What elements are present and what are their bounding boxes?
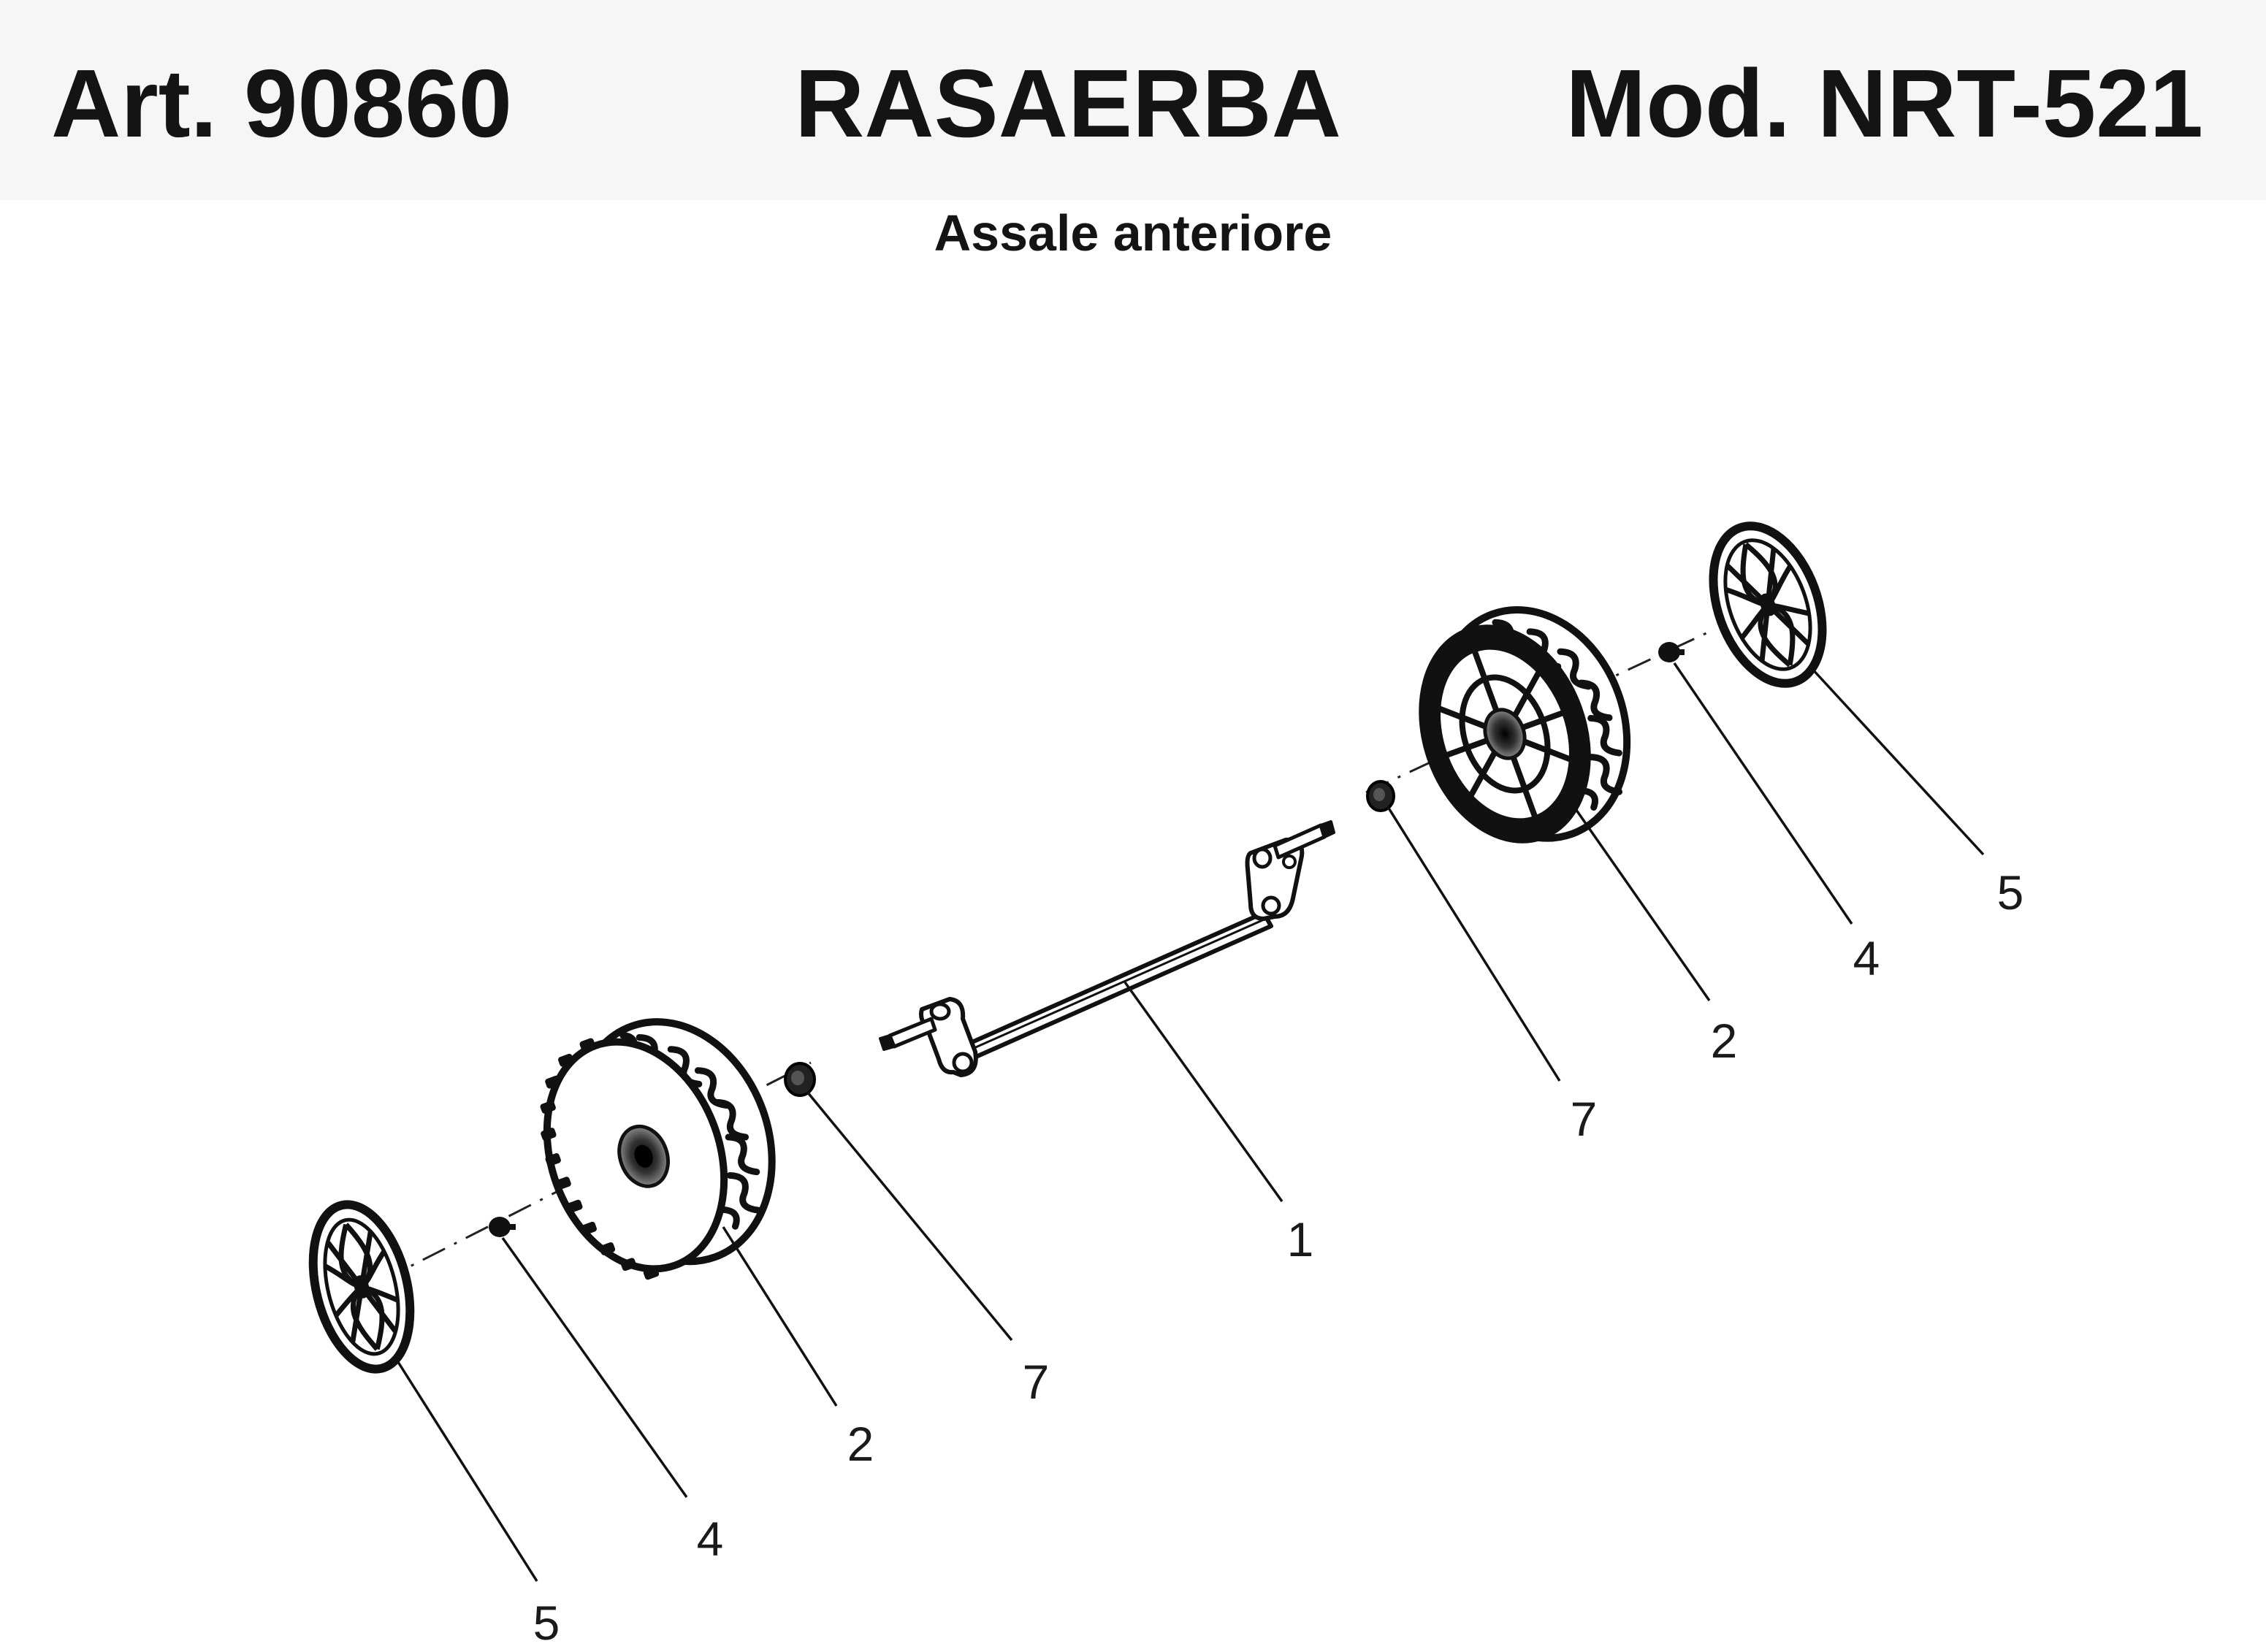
leader-lines: [397, 662, 1985, 1582]
right-wheel: [1419, 606, 1631, 844]
leader-right-wheel: [1573, 806, 1711, 1002]
left-hubcap: [308, 1200, 415, 1374]
header-band: [0, 0, 2266, 200]
article-number: Art. 90860: [51, 50, 513, 157]
callout-left-screw: 4: [697, 1512, 724, 1566]
leader-left-bushing: [806, 1090, 1013, 1342]
callout-right-wheel: 2: [1711, 1014, 1738, 1068]
callout-right-bushing: 7: [1571, 1092, 1598, 1146]
callout-numbers: 5 4 2 7 1 7 2 4 5: [533, 865, 2024, 1650]
product-name: RASAERBA: [795, 50, 1342, 157]
section-title: Assale anteriore: [934, 204, 1332, 261]
leader-left-screw: [501, 1236, 688, 1499]
leader-axle: [1124, 981, 1283, 1203]
front-axle: [879, 820, 1335, 1077]
leader-right-screw: [1673, 662, 1853, 925]
left-wheel: [540, 1018, 776, 1280]
callout-right-hubcap: 5: [1997, 865, 2024, 919]
left-bushing: [784, 1062, 816, 1097]
leader-right-hubcap: [1810, 667, 1985, 856]
callout-left-hubcap: 5: [533, 1596, 560, 1650]
model-number: Mod. NRT-521: [1565, 50, 2203, 157]
leader-left-hubcap: [397, 1361, 538, 1582]
left-screw: [489, 1217, 516, 1237]
right-hubcap: [1709, 521, 1827, 688]
leader-right-bushing: [1386, 806, 1561, 1082]
right-bushing: [1366, 780, 1395, 812]
callout-axle: 1: [1287, 1212, 1314, 1266]
right-screw: [1658, 642, 1685, 662]
callout-left-bushing: 7: [1023, 1355, 1050, 1409]
callout-right-screw: 4: [1853, 931, 1880, 985]
callout-left-wheel: 2: [847, 1417, 874, 1471]
leader-left-wheel: [722, 1226, 838, 1407]
